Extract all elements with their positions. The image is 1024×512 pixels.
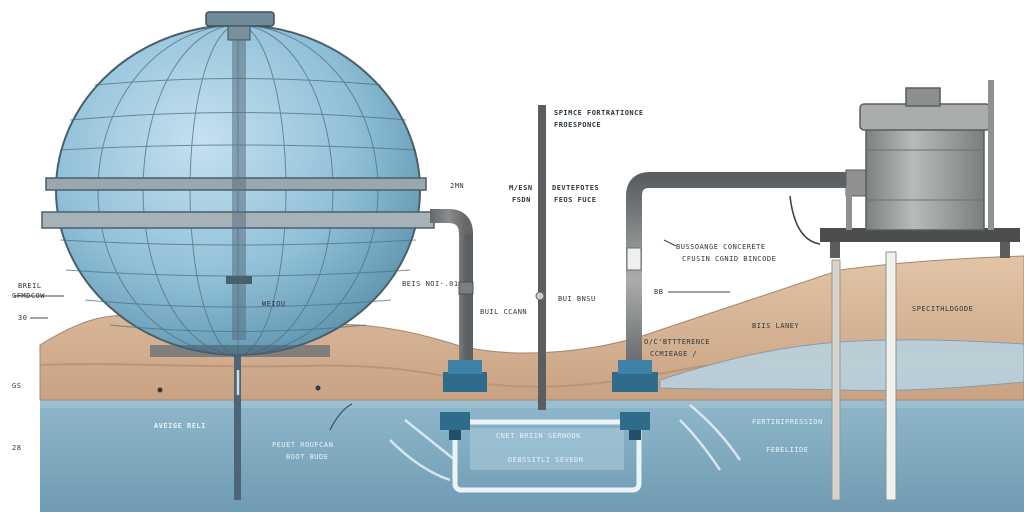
label-top-center-2: FROESPONCE [554,121,602,129]
label-water-center-1: CNET BRIIN SERNOOK [496,432,581,440]
label-tank: WEIOU [262,300,286,308]
label-mid-2: BUIL CCANN [480,308,528,316]
center-probe [538,105,546,410]
label-water-right-2: FEBELIIDE [766,446,809,454]
survey-stakes [157,291,545,393]
label-water-left: AVEIGE BELI [154,422,206,430]
label-pipe-mid-2: FSDN [512,196,531,204]
label-mid-right-2: CCMIEAGE / [650,350,698,358]
label-small-2mn: 2MN [450,182,465,190]
label-right-2: CFUSIN CGNID BINCODE [682,255,777,263]
label-small-ib: BB [654,288,664,296]
label-left-1: BREIL [18,282,42,290]
flow-arrows [236,370,742,482]
label-mid-right-1: O/C'BTTTERENCE [644,338,711,346]
label-water-mid-2: BOOT BUDE [286,453,329,461]
label-pipe-right-1: DEVTEFOTES [552,184,600,192]
label-left-number-1: 30 [18,314,28,322]
label-left-2: GFMDCOW [12,292,46,300]
label-mid-1: BEIS NOI-.01 [402,280,459,288]
label-right-1: BUSSOANGE CONCERETE [676,243,766,251]
drain-box-inner [470,428,624,470]
left-fitting [440,360,487,440]
label-mid-3: BUI BNSU [558,295,596,303]
label-water-right-1: FERTINIPRESSION [752,418,823,426]
leader-lines [14,239,730,431]
right-fitting [612,360,658,440]
septic-feed-pipe [626,172,846,380]
spherical-tank [41,11,435,357]
label-left-number-3: 28 [12,444,22,452]
drain-box [452,419,642,493]
groundwater-surface [40,400,1024,408]
right-post [831,259,841,501]
label-water-mid-1: PEUET ROUFCAN [272,441,334,449]
label-left-number-2: GS [12,382,22,390]
label-water-center-2: DEBSSITLI SEVEDN [508,456,584,464]
aquifer-lens [659,339,1024,392]
label-pipe-right-2: FEOS FUCE [554,196,597,204]
label-far-right: SPECITHLDGODE [912,305,974,313]
label-pipe-mid-1: M/ESN [509,184,533,192]
right-pole [885,251,897,501]
label-soil-right: BIIS LANEY [752,322,800,330]
septic-tank [789,80,1020,258]
label-top-center-1: SPIMCE FORTRATIONCE [554,109,644,117]
